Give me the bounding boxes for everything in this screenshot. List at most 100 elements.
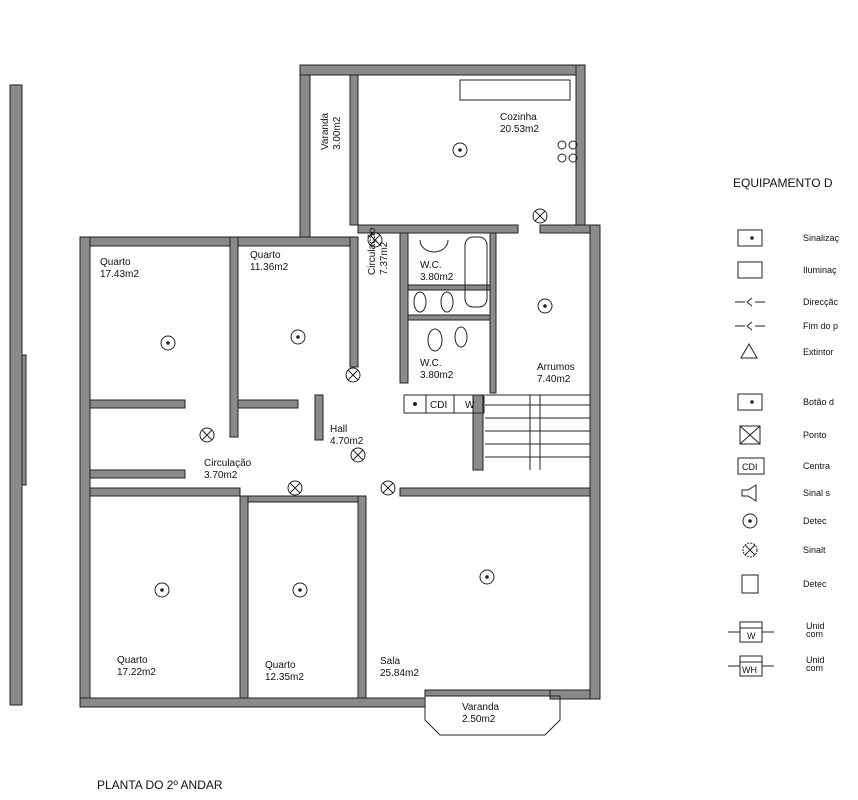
room-name: Cozinha <box>500 112 537 123</box>
legend-label: Botão d <box>803 397 834 407</box>
signage-box-icon <box>737 229 763 247</box>
room-area: 11.36m2 <box>250 262 289 273</box>
legend-label: Unid <box>806 655 825 665</box>
smoke-detector-icon <box>160 335 176 351</box>
room-label: W.C.3.80m2 <box>420 260 454 283</box>
room-area: 3.80m2 <box>420 272 454 283</box>
room-label: W.C.3.80m2 <box>420 358 454 381</box>
room-name: Quarto <box>265 660 296 671</box>
room-area: 3.00m2 <box>332 116 343 150</box>
direction-arrow-icon <box>735 297 765 307</box>
cdi-label: CDI <box>430 400 447 411</box>
walls <box>79 64 601 708</box>
room-area: 3.70m2 <box>204 470 238 481</box>
adjacent-building <box>9 84 27 706</box>
siren-icon <box>741 484 757 502</box>
signal-light-icon <box>367 232 383 248</box>
plan-title: PLANTA DO 2º ANDAR <box>97 778 223 792</box>
room-area: 2.50m2 <box>462 714 496 725</box>
room-name: Hall <box>330 424 347 435</box>
circle-x-icon <box>742 542 758 558</box>
room-area: 17.22m2 <box>117 667 156 678</box>
signal-light-icon <box>287 480 303 496</box>
room-name: W.C. <box>420 358 442 369</box>
legend-label: Fim do p <box>803 321 838 331</box>
unit-symbol-text: W <box>747 631 756 641</box>
room-area: 12.35m2 <box>265 672 304 683</box>
legend-label: Ponto <box>803 430 827 440</box>
legend-label: Centra <box>803 461 830 471</box>
smoke-detector-icon <box>537 298 553 314</box>
detector-box-icon <box>741 574 759 594</box>
room-area: 25.84m2 <box>380 668 419 679</box>
legend-label: com <box>806 663 823 673</box>
unit-w-icon: W <box>728 621 774 643</box>
room-area: 3.80m2 <box>420 370 454 381</box>
room-name: W.C. <box>420 260 442 271</box>
end-arrow-icon <box>735 321 765 331</box>
room-area: 20.53m2 <box>500 124 539 135</box>
legend-label: Sinalt <box>803 545 826 555</box>
room-name: Arrumos <box>537 362 575 373</box>
unit-symbol-text: WH <box>742 665 757 675</box>
room-area: 7.37m2 <box>379 241 390 275</box>
detectors <box>154 142 553 598</box>
room-name: Circulação <box>367 227 378 275</box>
room-name: Circulação <box>204 458 252 469</box>
room-name: Varanda <box>462 702 500 713</box>
legend-label: Sinal s <box>803 488 831 498</box>
panel-row: CDI W <box>403 394 485 414</box>
smoke-detector-icon <box>290 329 306 345</box>
legend-label: Extintor <box>803 347 834 357</box>
smoke-detector-icon <box>479 569 495 585</box>
smoke-detector-icon <box>292 582 308 598</box>
legend-label: Unid <box>806 621 825 631</box>
room-area: 4.70m2 <box>330 436 364 447</box>
legend-label: Direcçãc <box>803 297 839 307</box>
signal-light-icon <box>380 480 396 496</box>
room-name: Quarto <box>117 655 148 666</box>
legend-label: com <box>806 629 823 639</box>
cross-point-icon <box>739 425 761 445</box>
w-label: W <box>465 400 475 411</box>
room-name: Quarto <box>250 250 281 261</box>
stairs <box>485 394 590 470</box>
signal-light-icon <box>532 208 548 224</box>
unit-wh-icon: WH <box>728 655 774 677</box>
detector-circle-icon <box>742 513 758 529</box>
room-name: Varanda <box>320 112 331 150</box>
balcony-outline <box>424 695 561 736</box>
legend-label: Detec <box>803 579 827 589</box>
signal-light-icon <box>345 367 361 383</box>
button-box-icon <box>737 393 763 411</box>
legend-label: Sinalizaç <box>803 233 840 243</box>
smoke-detector-icon <box>154 582 170 598</box>
signal-light-icon <box>199 427 215 443</box>
signal-light-icon <box>350 447 366 463</box>
room-area: 7.40m2 <box>537 374 571 385</box>
cdi-symbol-text: CDI <box>742 462 758 472</box>
extinguisher-triangle-icon <box>740 342 758 359</box>
cdi-box-icon: CDI <box>737 457 765 475</box>
legend-label: Detec <box>803 516 827 526</box>
sanitary-fixtures <box>413 79 578 352</box>
legend-title: EQUIPAMENTO D <box>733 176 833 190</box>
lighting-box-icon <box>737 261 763 279</box>
legend-label: Iluminaç <box>803 265 837 275</box>
